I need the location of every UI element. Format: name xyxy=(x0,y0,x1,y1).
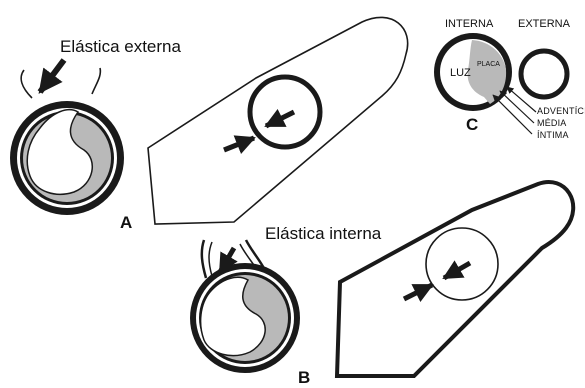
panel-label-c: C xyxy=(466,115,478,135)
externa-ring xyxy=(521,51,567,97)
panel-label-b: B xyxy=(298,368,310,388)
label-intima: ÍNTIMA xyxy=(537,130,569,140)
panel-a-vessel-segment xyxy=(148,17,408,224)
vessel-opening-ring xyxy=(426,228,498,300)
label-elastica-interna: Elástica interna xyxy=(265,224,381,244)
vessel-opening-ring xyxy=(250,77,320,147)
label-adventicia: ADVENTÍCIA xyxy=(537,106,585,116)
label-media: MÉDIA xyxy=(537,118,567,128)
panel-a-cross-section xyxy=(10,60,124,215)
label-interna: INTERNA xyxy=(445,18,493,30)
panel-b-vessel-segment xyxy=(337,182,573,376)
vessel-branch-left-inner xyxy=(209,242,212,276)
vessel-branch-left xyxy=(202,240,206,278)
label-externa: EXTERNA xyxy=(518,18,570,30)
vessel-branch-left xyxy=(21,70,32,98)
panel-label-a: A xyxy=(120,213,132,233)
label-luz: LUZ xyxy=(450,67,471,79)
label-placa: PLACA xyxy=(477,61,500,68)
arrow-icon xyxy=(40,60,64,92)
vessel-branch-right xyxy=(92,68,100,94)
pointer-line xyxy=(493,95,532,134)
label-elastica-externa: Elástica externa xyxy=(60,37,181,57)
panel-b-cross-section xyxy=(190,240,300,373)
